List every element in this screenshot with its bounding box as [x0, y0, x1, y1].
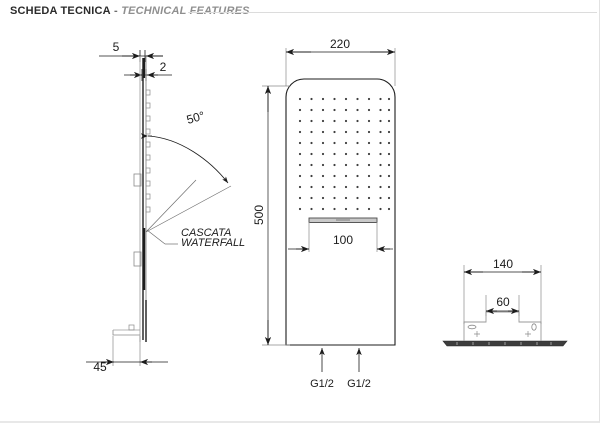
page-title-main: SCHEDA TECNICA [10, 5, 111, 17]
dim-thickness-5: 5 [99, 40, 163, 62]
side-nozzle-marks [145, 89, 151, 213]
side-fitting-blocks [133, 173, 142, 267]
page-title-sub: TECHNICAL FEATURES [121, 5, 250, 17]
callout-label-it: CASCATA [181, 227, 231, 239]
dim-label-top-width: 140 [493, 257, 513, 271]
dim-label-thickness-inner: 2 [160, 60, 167, 74]
dim-label-base-depth: 45 [93, 360, 107, 374]
header-divider [188, 12, 597, 13]
dim-top-inner-width-60: 60 [485, 295, 520, 316]
side-base-bracket [112, 300, 147, 342]
perforation-dot-grid [298, 97, 391, 211]
port-callouts: G1/2 G1/2 [310, 348, 371, 390]
page-title-separator: - [110, 5, 122, 17]
dim-front-width-220: 220 [285, 37, 396, 86]
dim-label-waterfall-width: 100 [333, 233, 353, 247]
port-label-right: G1/2 [347, 378, 371, 390]
top-detail-view: 140 60 [442, 257, 568, 347]
dim-label-front-width: 220 [330, 37, 350, 51]
top-baseplate [442, 340, 568, 347]
top-detail-marks [467, 323, 537, 337]
side-panel-profile [139, 56, 147, 342]
front-panel-outline [285, 78, 396, 346]
top-body-block [463, 311, 542, 341]
dim-label-thickness-outer: 5 [113, 40, 120, 54]
page-title: SCHEDA TECNICA - TECHNICAL FEATURES [10, 5, 250, 17]
dim-base-depth-45: 45 [86, 336, 168, 374]
dim-label-top-inner-width: 60 [496, 295, 510, 309]
port-label-left: G1/2 [310, 378, 334, 390]
side-elevation-view: 5 2 [86, 40, 245, 374]
dim-label-front-height: 500 [252, 205, 266, 225]
front-view: 220 500 100 [252, 37, 396, 390]
waterfall-outlet-slot [308, 217, 378, 223]
dim-label-angle: 50° [185, 108, 206, 127]
angle-indicator-50: 50° [140, 108, 232, 233]
callout-waterfall: CASCATA WATERFALL [146, 227, 245, 249]
page-header: SCHEDA TECNICA - TECHNICAL FEATURES [0, 0, 599, 24]
dim-front-height-500: 500 [252, 85, 290, 346]
dim-thickness-2: 2 [124, 60, 172, 81]
dim-waterfall-width-100: 100 [288, 222, 393, 253]
dim-top-width-140: 140 [463, 257, 542, 324]
callout-label-en: WATERFALL [181, 237, 245, 249]
